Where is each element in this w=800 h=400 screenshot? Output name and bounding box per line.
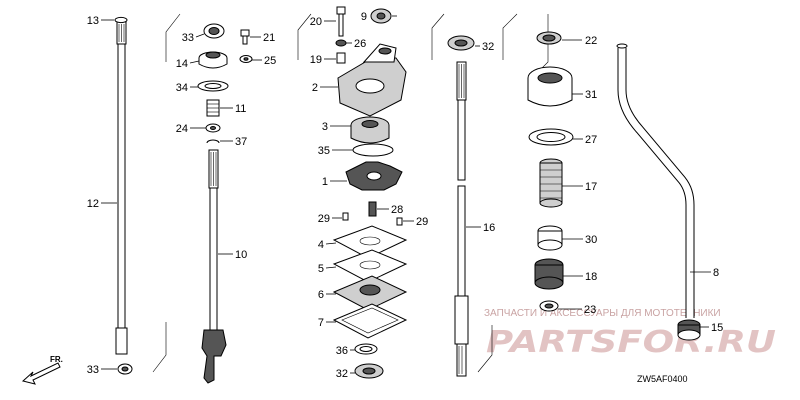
part-20-bolt[interactable] [336, 6, 346, 37]
part-12-shaft[interactable] [115, 21, 128, 355]
part-6-gasket[interactable] [332, 275, 408, 311]
front-direction-arrow: FR. [21, 355, 63, 385]
watermark-caption: ЗАПЧАСТИ И АКСЕССУАРЫ ДЛЯ МОТОТЕХНИКИ [484, 308, 721, 319]
callout-2: 2 [312, 82, 318, 94]
part-36-ring[interactable] [354, 343, 378, 355]
callout-5: 5 [318, 263, 324, 275]
callout-12: 12 [87, 198, 99, 210]
callout-22: 22 [585, 35, 597, 47]
part-33-seal-upper[interactable] [203, 23, 225, 39]
part-34-gasket[interactable] [197, 80, 229, 92]
part-1-impeller[interactable] [345, 161, 403, 191]
direction-label: FR. [50, 355, 63, 364]
callout-26: 26 [354, 38, 366, 50]
callout-8: 8 [713, 267, 719, 279]
callout-21: 21 [263, 32, 275, 44]
callout-20: 20 [310, 16, 322, 28]
callout-37: 37 [235, 136, 247, 148]
part-18-gear[interactable] [534, 258, 564, 290]
part-5-plate[interactable] [332, 249, 408, 283]
callout-9: 9 [361, 11, 367, 23]
callout-30: 30 [585, 234, 597, 246]
callout-32-upper: 32 [482, 41, 494, 53]
part-21-bolt[interactable] [240, 29, 250, 45]
callout-19: 19 [310, 54, 322, 66]
part-23-washer[interactable] [539, 300, 559, 312]
callout-18: 18 [585, 271, 597, 283]
callout-31: 31 [585, 89, 597, 101]
part-26-washer[interactable] [335, 39, 347, 47]
part-31-bearing[interactable] [527, 66, 573, 107]
part-19-collar[interactable] [336, 52, 346, 64]
callout-11: 11 [235, 103, 246, 115]
part-11-spring[interactable] [206, 99, 220, 117]
callout-4: 4 [318, 239, 324, 251]
callout-32-lower: 32 [336, 368, 348, 380]
diagram-code: ZW5AF0400 [637, 374, 688, 384]
part-7-gasket[interactable] [332, 303, 408, 339]
part-2-pump-housing[interactable] [337, 43, 407, 117]
callout-24: 24 [176, 123, 188, 135]
part-8-water-tube[interactable] [616, 43, 695, 318]
part-30-bearing[interactable] [537, 225, 563, 251]
part-37-clip[interactable] [206, 139, 220, 144]
callout-27: 27 [585, 134, 597, 146]
part-14-holder[interactable] [198, 51, 228, 69]
callout-6: 6 [318, 289, 324, 301]
callout-14: 14 [176, 58, 188, 70]
part-29-pin-left[interactable] [342, 212, 349, 221]
part-13-circlip[interactable] [114, 16, 128, 24]
callout-33-lower: 33 [87, 364, 99, 376]
part-4-gasket[interactable] [332, 225, 408, 259]
callout-23: 23 [584, 304, 596, 316]
part-3-pump-liner[interactable] [350, 116, 390, 144]
callout-16: 16 [483, 222, 495, 234]
callout-3: 3 [322, 121, 328, 133]
callout-28: 28 [391, 204, 403, 216]
part-9-grommet[interactable] [370, 8, 392, 24]
watermark-brand: PARTSFOR.RU [486, 325, 776, 360]
part-15-grommet[interactable] [677, 319, 701, 341]
callout-13: 13 [87, 15, 99, 27]
part-32-seal-lower[interactable] [354, 363, 384, 379]
callout-25: 25 [264, 55, 276, 67]
part-28-key[interactable] [368, 201, 377, 217]
callout-29-right: 29 [416, 216, 428, 228]
part-25-washer[interactable] [239, 55, 253, 63]
part-10-shaft[interactable] [201, 149, 227, 384]
callout-10: 10 [235, 249, 247, 261]
callout-17: 17 [585, 181, 597, 193]
part-24-washer[interactable] [205, 123, 221, 133]
part-17-spring[interactable] [539, 158, 563, 208]
callout-15: 15 [711, 322, 723, 334]
callout-1: 1 [322, 176, 328, 188]
callout-29-left: 29 [318, 213, 330, 225]
part-33-seal-lower[interactable] [117, 363, 133, 375]
part-35-ring[interactable] [352, 143, 394, 157]
part-16-shaft[interactable] [454, 61, 469, 377]
callout-7: 7 [318, 317, 324, 329]
part-27-ring[interactable] [528, 128, 574, 146]
callout-36: 36 [336, 345, 348, 357]
callout-33-upper: 33 [182, 32, 194, 44]
callout-34: 34 [176, 82, 188, 94]
part-22-seal[interactable] [536, 31, 562, 45]
part-32-seal-upper[interactable] [447, 35, 475, 51]
callout-35: 35 [318, 145, 330, 157]
part-29-pin-right[interactable] [396, 217, 403, 226]
